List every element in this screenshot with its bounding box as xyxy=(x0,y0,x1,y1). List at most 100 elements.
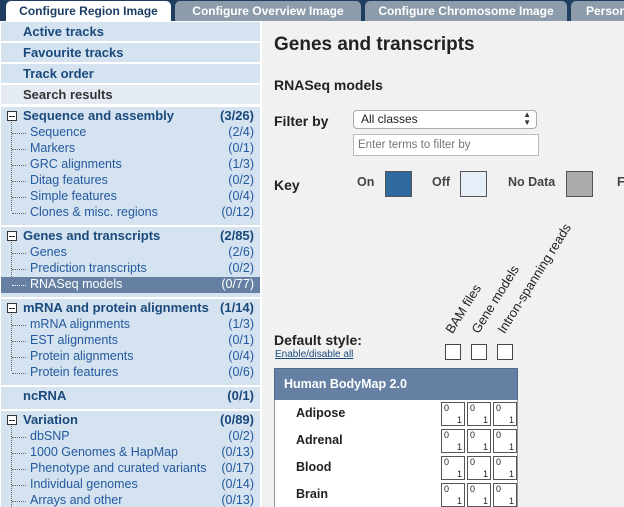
section-title: Genes and transcripts xyxy=(23,228,161,243)
tissue-label: Adipose xyxy=(296,406,346,420)
sidebar-item-dbsnp[interactable]: dbSNP(0/2) xyxy=(1,429,260,445)
sidebar-item-genes[interactable]: Genes(2/6) xyxy=(1,245,260,261)
page-title: Genes and transcripts xyxy=(274,34,475,55)
sidebar-item-arrays-and-other[interactable]: Arrays and other (0/13) xyxy=(1,493,260,507)
sidebar-item-markers[interactable]: Markers(0/1) xyxy=(1,141,260,157)
collapse-icon[interactable] xyxy=(7,303,17,313)
tree-branch xyxy=(12,165,26,166)
default-style-intron-box[interactable] xyxy=(497,344,513,360)
sidebar-link-favourite-tracks[interactable]: Favourite tracks xyxy=(23,45,124,60)
sidebar-item-count: (0/77) xyxy=(221,277,254,291)
section-header[interactable]: Genes and transcripts(2/85) xyxy=(1,227,260,245)
sidebar-item-ditag-features[interactable]: Ditag features(0/2) xyxy=(1,173,260,189)
cell-value-one: 1 xyxy=(482,415,488,425)
sidebar-item-count: (1/3) xyxy=(228,317,254,331)
section-header[interactable]: Sequence and assembly(3/26) xyxy=(1,107,260,125)
cell-value-zero: 0 xyxy=(496,484,502,494)
section-header[interactable]: Variation(0/89) xyxy=(1,411,260,429)
section-count: (3/26) xyxy=(220,108,254,123)
panel-subtitle: RNASeq models xyxy=(274,77,383,93)
search-results-row xyxy=(1,85,260,104)
cell-value-zero: 0 xyxy=(496,430,502,440)
tree-branch xyxy=(12,197,26,198)
section-header[interactable]: ncRNA(0/1) xyxy=(1,387,260,405)
sidebar-item-protein-features[interactable]: Protein features(0/6) xyxy=(1,365,260,381)
cell-value-zero: 0 xyxy=(470,403,476,413)
config-tab-bar: Configure Region Image Configure Overvie… xyxy=(0,0,624,21)
sidebar-item-prediction-transcripts[interactable]: Prediction transcripts(0/2) xyxy=(1,261,260,277)
sidebar-item-1000-genomes-hapmap[interactable]: 1000 Genomes & HapMap(0/13) xyxy=(1,445,260,461)
sidebar-item-count: (0/2) xyxy=(228,173,254,187)
sidebar-item-protein-alignments[interactable]: Protein alignments(0/4) xyxy=(1,349,260,365)
tree-branch xyxy=(12,453,26,454)
filter-label: Filter by xyxy=(274,113,329,129)
sidebar-item-sequence[interactable]: Sequence(2/4) xyxy=(1,125,260,141)
cell-value-zero: 0 xyxy=(444,484,450,494)
tab-configure-chromosome-image[interactable]: Configure Chromosome Image xyxy=(365,1,567,21)
sidebar-item-label: EST alignments xyxy=(30,333,119,347)
tree-branch xyxy=(12,213,26,214)
sidebar-item-count: (0/14) xyxy=(221,477,254,491)
tab-personal[interactable]: Person xyxy=(571,1,624,21)
default-style-gene-models-box[interactable] xyxy=(471,344,487,360)
key-nodata-swatch xyxy=(566,171,593,197)
sidebar-item-phenotype-and-curated-variants[interactable]: Phenotype and curated variants(0/17) xyxy=(1,461,260,477)
sidebar-item-label: Clones & misc. regions xyxy=(30,205,158,219)
collapse-icon[interactable] xyxy=(7,111,17,121)
sidebar-link-row xyxy=(1,43,260,62)
tree-line xyxy=(11,426,12,507)
collapse-icon[interactable] xyxy=(7,231,17,241)
sidebar-item-grc-alignments[interactable]: GRC alignments(1/3) xyxy=(1,157,260,173)
sidebar-item-label: Arrays and other xyxy=(30,493,123,507)
select-arrows-icon: ▲▼ xyxy=(523,110,531,127)
sidebar-item-clones-misc-regions[interactable]: Clones & misc. regions(0/12) xyxy=(1,205,260,221)
sidebar-item-individual-genomes[interactable]: Individual genomes(0/14) xyxy=(1,477,260,493)
collapse-icon[interactable] xyxy=(7,415,17,425)
sidebar-item-label: RNASeq models xyxy=(30,277,123,291)
enable-disable-all-link[interactable]: Enable/disable all xyxy=(275,349,354,360)
sidebar-item-count: (2/4) xyxy=(228,125,254,139)
tree-branch xyxy=(12,149,26,150)
sidebar-item-simple-features[interactable]: Simple features(0/4) xyxy=(1,189,260,205)
sidebar-link-row xyxy=(1,22,260,41)
sidebar-section-sequence-and-assembly xyxy=(1,107,260,225)
search-results-label[interactable]: Search results xyxy=(23,87,113,102)
sidebar-section-variation xyxy=(1,411,260,507)
sidebar-link-active-tracks[interactable]: Active tracks xyxy=(23,24,104,39)
key-on-swatch xyxy=(385,171,412,197)
sidebar-item-count: (0/13) xyxy=(221,493,254,507)
sidebar-item-est-alignments[interactable]: EST alignments(0/1) xyxy=(1,333,260,349)
sidebar-section-ncrna xyxy=(1,387,260,409)
sidebar-item-rnaseq-models[interactable]: RNASeq models (0/77) xyxy=(1,277,260,293)
tissue-label: Adrenal xyxy=(296,433,343,447)
tissue-label: Blood xyxy=(296,460,332,474)
sidebar-item-count: (0/4) xyxy=(228,349,254,363)
tree-branch xyxy=(12,469,26,470)
tab-configure-region-image[interactable]: Configure Region Image xyxy=(6,1,171,21)
tree-branch xyxy=(12,269,26,270)
cell-value-one: 1 xyxy=(508,415,514,425)
filter-terms-input[interactable] xyxy=(353,134,539,156)
default-style-label: Default style: xyxy=(274,332,362,348)
tab-configure-overview-image[interactable]: Configure Overview Image xyxy=(175,1,361,21)
sidebar-link-track-order[interactable]: Track order xyxy=(23,66,94,81)
default-style-bam-box[interactable] xyxy=(445,344,461,360)
sidebar-item-mrna-alignments[interactable]: mRNA alignments(1/3) xyxy=(1,317,260,333)
cell-value-zero: 0 xyxy=(444,403,450,413)
section-header[interactable]: mRNA and protein alignments(1/14) xyxy=(1,299,260,317)
class-filter-select[interactable]: All classes ▲▼ xyxy=(353,110,537,129)
key-extra-label: F xyxy=(617,175,624,189)
